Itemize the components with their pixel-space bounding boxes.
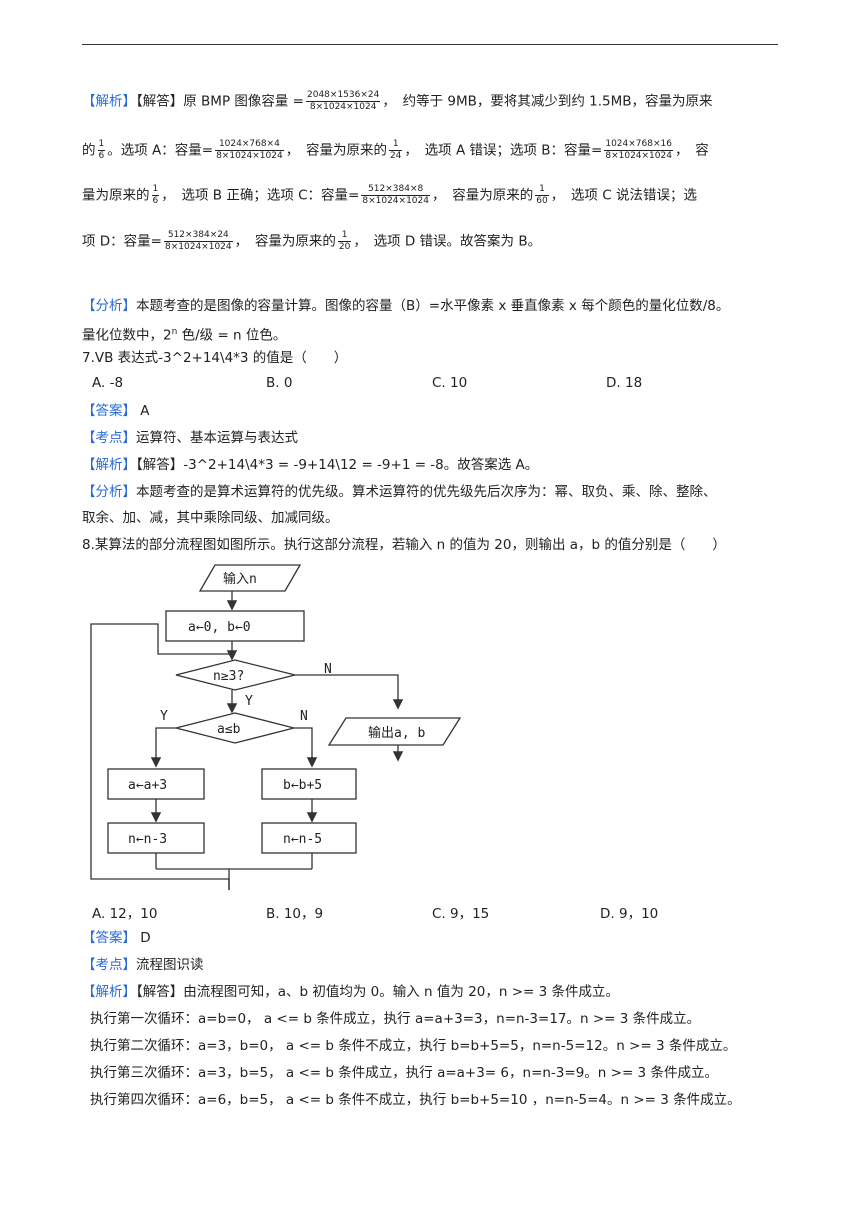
header-rule xyxy=(82,44,778,45)
q8-kaodian: 【考点】流程图识读 xyxy=(82,957,204,973)
flowchart-cond1-label: n≥3? xyxy=(213,669,244,684)
flowchart-output-label: 输出a, b xyxy=(368,725,425,741)
flowchart-left2-label: n←n-3 xyxy=(128,832,167,847)
flowchart-yes-label: Y xyxy=(245,694,253,709)
flowchart-right1-label: b←b+5 xyxy=(283,778,322,793)
q8-option-c: C. 9，15 xyxy=(432,906,490,922)
flowchart: 输入n a←0, b←0 n≥3? Y N a≤b Y N 输出a, b a←a… xyxy=(90,564,462,890)
tag-jiexi: 【解析】 xyxy=(82,93,136,110)
tag-fenxi: 【分析】 xyxy=(82,298,136,314)
q8-option-d: D. 9，10 xyxy=(600,906,659,922)
q8-step-3: 执行第三次循环：a=3，b=5， a <= b 条件成立，执行 a=a+3= 6… xyxy=(90,1065,718,1081)
q7-jiexi: 【解析】【解答】-3^2+14\4*3 = -9+14\12 = -9+1 = … xyxy=(82,457,539,473)
flowchart-no-label: N xyxy=(324,662,332,677)
flowchart-init-box xyxy=(165,610,305,642)
q8-step-4: 执行第四次循环：a=6，b=5， a <= b 条件不成立，执行 b=b+5=1… xyxy=(90,1092,741,1108)
q8-option-a: A. 12，10 xyxy=(92,906,158,922)
flowchart-box-n-minus-5 xyxy=(261,822,357,854)
q7-kaodian: 【考点】运算符、基本运算与表达式 xyxy=(82,430,298,446)
fenxi-line-2: 量化位数中，2n 色/级 = n 位色。 xyxy=(82,327,287,344)
q8-question: 8.某算法的部分流程图如图所示。执行这部分流程，若输入 n 的值为 20，则输出… xyxy=(82,537,726,553)
flowchart-left1-label: a←a+3 xyxy=(128,778,167,793)
flowchart-no-label: N xyxy=(300,709,308,724)
flowchart-cond2-label: a≤b xyxy=(217,722,241,737)
flowchart-input-label: 输入n xyxy=(223,571,257,587)
q8-step-1: 执行第一次循环：a=b=0， a <= b 条件成立，执行 a=a+3=3，n=… xyxy=(90,1011,701,1027)
q7-option-a: A. -8 xyxy=(92,375,124,391)
q8-option-b: B. 10，9 xyxy=(266,906,324,922)
tag-jieda: 【解答】 xyxy=(136,93,184,110)
q7-fenxi-line-2: 取余、加、减，其中乘除同级、加减同级。 xyxy=(82,510,339,526)
q7-option-d: D. 18 xyxy=(606,375,643,391)
flowchart-output-shape xyxy=(327,717,462,746)
flowchart-box-b-plus-5 xyxy=(261,768,357,800)
flowchart-init-label: a←0, b←0 xyxy=(188,620,251,635)
flowchart-yes-label: Y xyxy=(160,709,168,724)
q7-option-c: C. 10 xyxy=(432,375,468,391)
q7-fenxi-line-1: 【分析】本题考查的是算术运算符的优先级。算术运算符的优先级先后次序为：幂、取负、… xyxy=(82,484,717,500)
q7-option-b: B. 0 xyxy=(266,375,293,391)
fenxi-line-1: 【分析】本题考查的是图像的容量计算。图像的容量（B）=水平像素 x 垂直像素 x… xyxy=(82,298,730,314)
q8-jiexi: 【解析】【解答】由流程图可知，a、b 初值均为 0。输入 n 值为 20，n >… xyxy=(82,984,620,1000)
flowchart-input-shape xyxy=(198,564,302,592)
flowchart-condition-n xyxy=(175,659,296,691)
q7-question: 7.VB 表达式-3^2+14\4*3 的值是（ ） xyxy=(82,350,348,366)
q7-answer: 【答案】 A xyxy=(82,403,150,419)
q8-step-2: 执行第二次循环：a=3，b=0， a <= b 条件不成立，执行 b=b+5=5… xyxy=(90,1038,737,1054)
q8-answer: 【答案】 D xyxy=(82,930,151,946)
flowchart-right2-label: n←n-5 xyxy=(283,832,322,847)
flowchart-condition-ab xyxy=(175,712,295,744)
